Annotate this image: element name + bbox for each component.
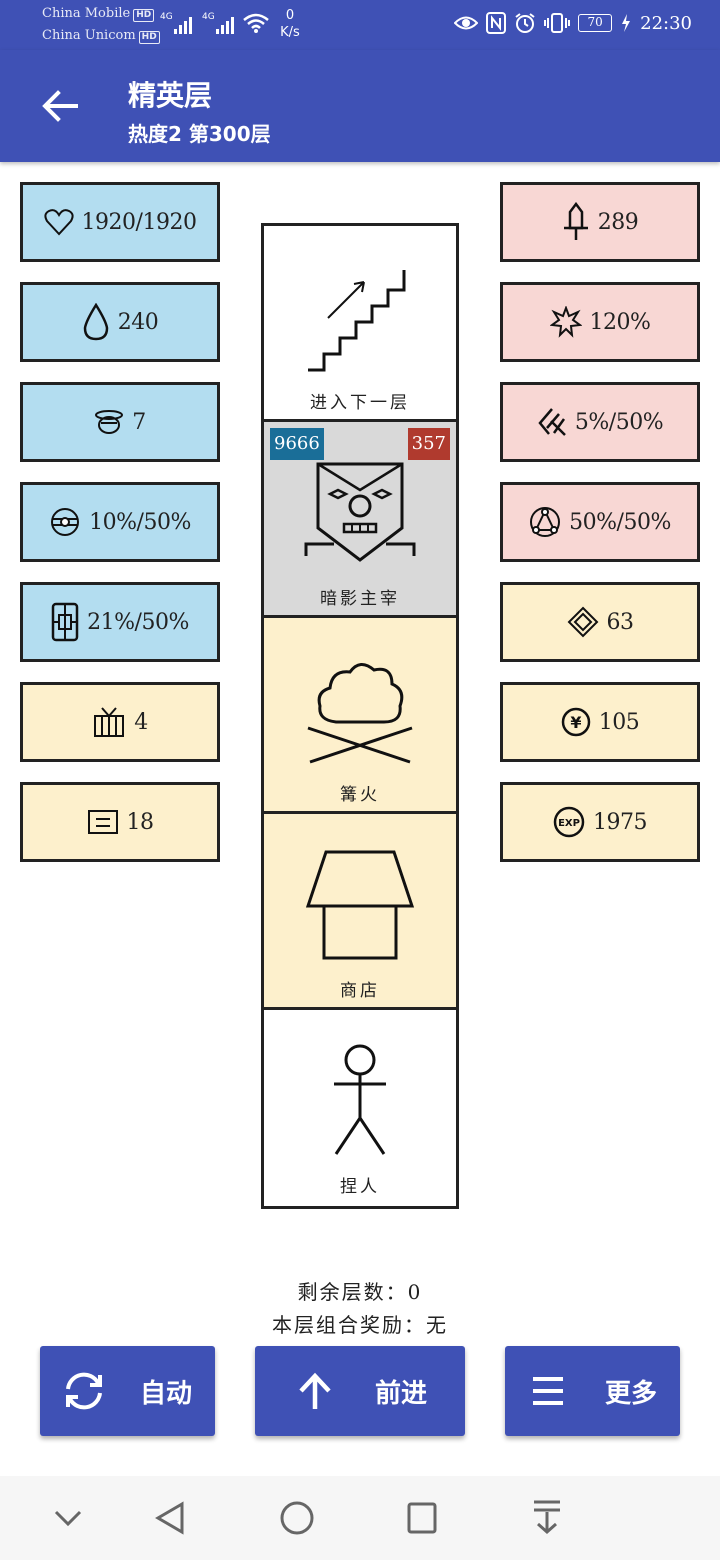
triad-icon — [530, 507, 561, 537]
nfc-icon — [486, 12, 507, 34]
menu-icon — [533, 1377, 563, 1405]
room-character[interactable]: 捏人 — [264, 1010, 456, 1206]
app-bar: 精英层 热度2 第300层 — [0, 50, 720, 162]
room-label: 进入下一层 — [310, 393, 410, 413]
status-icons: 70 22:30 — [454, 12, 692, 34]
stat-crit[interactable]: 120% — [500, 282, 700, 362]
stat-mp[interactable]: 240 — [20, 282, 220, 362]
remaining-floors: 剩余层数：0 — [297, 1280, 423, 1304]
back-triangle-icon[interactable] — [152, 1498, 188, 1538]
eye-icon — [454, 16, 479, 30]
network-type-2: 4G — [202, 12, 215, 22]
system-nav-bar — [0, 1476, 720, 1560]
drop-icon — [83, 303, 109, 341]
more-label: 更多 — [605, 1378, 658, 1409]
tower: 进入下一层 9666 357 暗影主宰 篝火 商店 — [261, 223, 459, 1209]
auto-button[interactable]: 自动 — [40, 1346, 215, 1436]
combo-reward: 本层组合奖励：无 — [272, 1313, 448, 1337]
signal-icon — [174, 17, 192, 34]
up-arrow-icon — [299, 1372, 331, 1409]
stat-triad[interactable]: 50%/50% — [500, 482, 700, 562]
stat-pierce[interactable]: 5%/50% — [500, 382, 700, 462]
diamond-icon — [567, 606, 598, 638]
wifi-icon — [243, 13, 269, 33]
stat-exp[interactable]: EXP 1975 — [500, 782, 700, 862]
svg-text:EXP: EXP — [558, 818, 580, 829]
vibrate-icon — [544, 13, 571, 33]
stat-ring[interactable]: 7 — [20, 382, 220, 462]
recents-square-icon[interactable] — [402, 1498, 442, 1538]
clock: 22:30 — [640, 12, 692, 34]
room-label: 暗影主宰 — [320, 589, 400, 609]
room-shop[interactable]: 商店 — [264, 814, 456, 1010]
stat-armor[interactable]: 21%/50% — [20, 582, 220, 662]
stat-hp[interactable]: 1920/1920 — [20, 182, 220, 262]
stat-gem[interactable]: 63 — [500, 582, 700, 662]
slash-icon — [538, 408, 566, 436]
home-circle-icon[interactable] — [277, 1498, 317, 1538]
shadow-lord-icon — [304, 462, 416, 562]
enemy-atk-badge: 357 — [407, 428, 450, 460]
stick-figure-icon — [334, 1044, 386, 1155]
signal-icon-2 — [216, 17, 234, 34]
back-arrow-icon[interactable] — [40, 88, 80, 124]
stat-card[interactable]: 18 — [20, 782, 220, 862]
heart-icon — [43, 209, 74, 236]
enemy-hp-badge: 9666 — [270, 428, 324, 460]
room-bonfire[interactable]: 篝火 — [264, 618, 456, 814]
bonfire-icon — [307, 663, 413, 764]
battery-indicator: 70 — [578, 14, 613, 32]
refresh-icon — [66, 1372, 102, 1410]
page-title: 精英层 — [128, 79, 213, 112]
room-boss[interactable]: 9666 357 暗影主宰 — [264, 422, 456, 618]
forward-label: 前进 — [375, 1378, 428, 1409]
notification-pull-icon[interactable] — [530, 1498, 564, 1538]
auto-label: 自动 — [140, 1378, 193, 1409]
shield-orb-icon — [51, 508, 80, 536]
page-subtitle: 热度2 第300层 — [128, 122, 271, 146]
burst-icon — [549, 306, 582, 338]
stat-attack[interactable]: 289 — [500, 182, 700, 262]
room-label: 商店 — [340, 981, 380, 1001]
stat-shield[interactable]: 10%/50% — [20, 482, 220, 562]
room-next-floor[interactable]: 进入下一层 — [264, 226, 456, 422]
room-label: 捏人 — [340, 1177, 380, 1197]
ring-icon — [95, 410, 124, 434]
shop-icon — [305, 850, 415, 960]
chest-icon — [94, 707, 125, 737]
card-icon — [87, 810, 118, 834]
stat-chest[interactable]: 4 — [20, 682, 220, 762]
charging-icon — [622, 14, 631, 32]
forward-button[interactable]: 前进 — [255, 1346, 465, 1436]
sword-icon — [563, 202, 588, 240]
more-button[interactable]: 更多 — [505, 1346, 680, 1436]
network-type-1: 4G — [160, 12, 173, 22]
stat-gold[interactable]: ¥ 105 — [500, 682, 700, 762]
room-label: 篝火 — [340, 785, 380, 805]
svg-text:¥: ¥ — [570, 713, 581, 732]
yen-coin-icon: ¥ — [561, 707, 590, 737]
stairs-icon — [308, 270, 406, 372]
exp-icon: EXP — [553, 806, 585, 838]
armor-icon — [51, 602, 79, 642]
alarm-icon — [515, 13, 535, 33]
chevron-down-icon[interactable] — [52, 1498, 84, 1538]
